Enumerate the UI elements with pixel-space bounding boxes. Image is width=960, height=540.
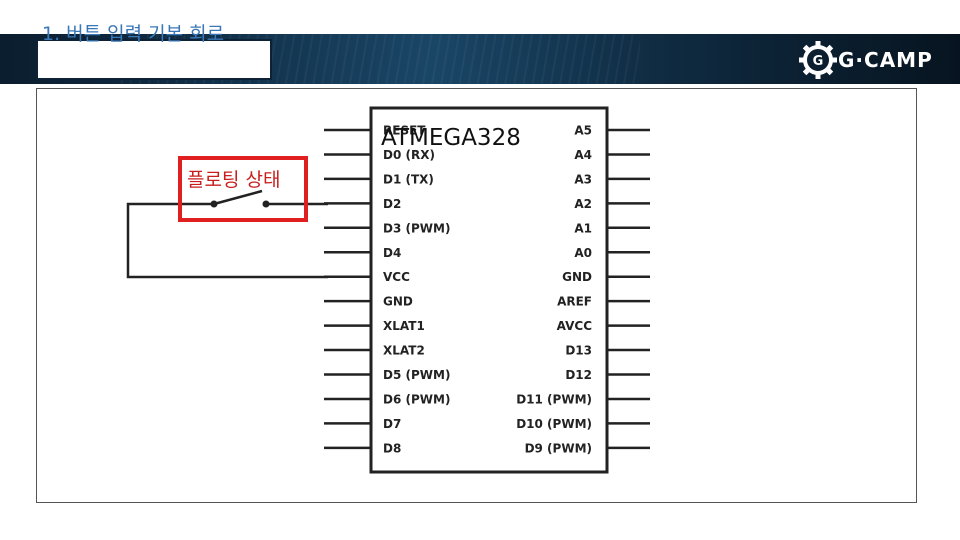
title-box	[36, 39, 272, 80]
switch-lever	[213, 189, 263, 206]
pin-label-left: D5 (PWM)	[383, 368, 450, 382]
svg-text:G: G	[813, 54, 824, 69]
pin-label-right: A3	[574, 172, 592, 186]
chip-body	[369, 106, 609, 474]
gcamp-gear-icon: G	[799, 41, 837, 79]
pin-label-left: XLAT2	[383, 344, 425, 358]
logo-text: G·CAMP	[838, 48, 933, 72]
pin-label-right: AVCC	[557, 319, 593, 333]
pin-label-right: A4	[574, 148, 592, 162]
pin-label-left: D6 (PWM)	[383, 392, 450, 406]
pin-label-left: VCC	[383, 270, 410, 284]
pin-label-left: GND	[383, 295, 413, 309]
pin-label-left: D4	[383, 246, 401, 260]
pin-label-left: D1 (TX)	[383, 172, 434, 186]
pin-label-left: D8	[383, 441, 401, 455]
pin-label-right: D11 (PWM)	[516, 392, 592, 406]
switch-contact-left	[210, 200, 218, 208]
pin-label-left: D7	[383, 417, 401, 431]
pin-label-left: D0 (RX)	[383, 148, 435, 162]
pin-label-right: D13	[565, 344, 592, 358]
pin-label-right: D10 (PWM)	[516, 417, 592, 431]
pin-label-right: A2	[574, 197, 592, 211]
pin-label-left: D3 (PWM)	[383, 221, 450, 235]
pin-label-right: A0	[574, 246, 592, 260]
pin-label-left: D2	[383, 197, 401, 211]
pin-label-right: AREF	[557, 295, 592, 309]
pin-label-right: A1	[574, 221, 592, 235]
wire-vcc-loop	[126, 202, 328, 279]
chip-title: ATMEGA328	[381, 125, 521, 151]
pin-label-right: D9 (PWM)	[525, 441, 592, 455]
pin-label-left: RESET	[383, 124, 426, 138]
slide-title: 1. 버튼 입력 기본 회로	[42, 23, 225, 45]
pin-label-right: GND	[562, 270, 592, 284]
pin-group	[324, 128, 650, 450]
pin-label-left: XLAT1	[383, 319, 425, 333]
floating-state-label: 플로팅 상태	[187, 169, 281, 191]
pin-label-right: D12	[565, 368, 592, 382]
floating-state-highlight	[178, 156, 308, 222]
pin-label-right: A5	[574, 124, 592, 138]
